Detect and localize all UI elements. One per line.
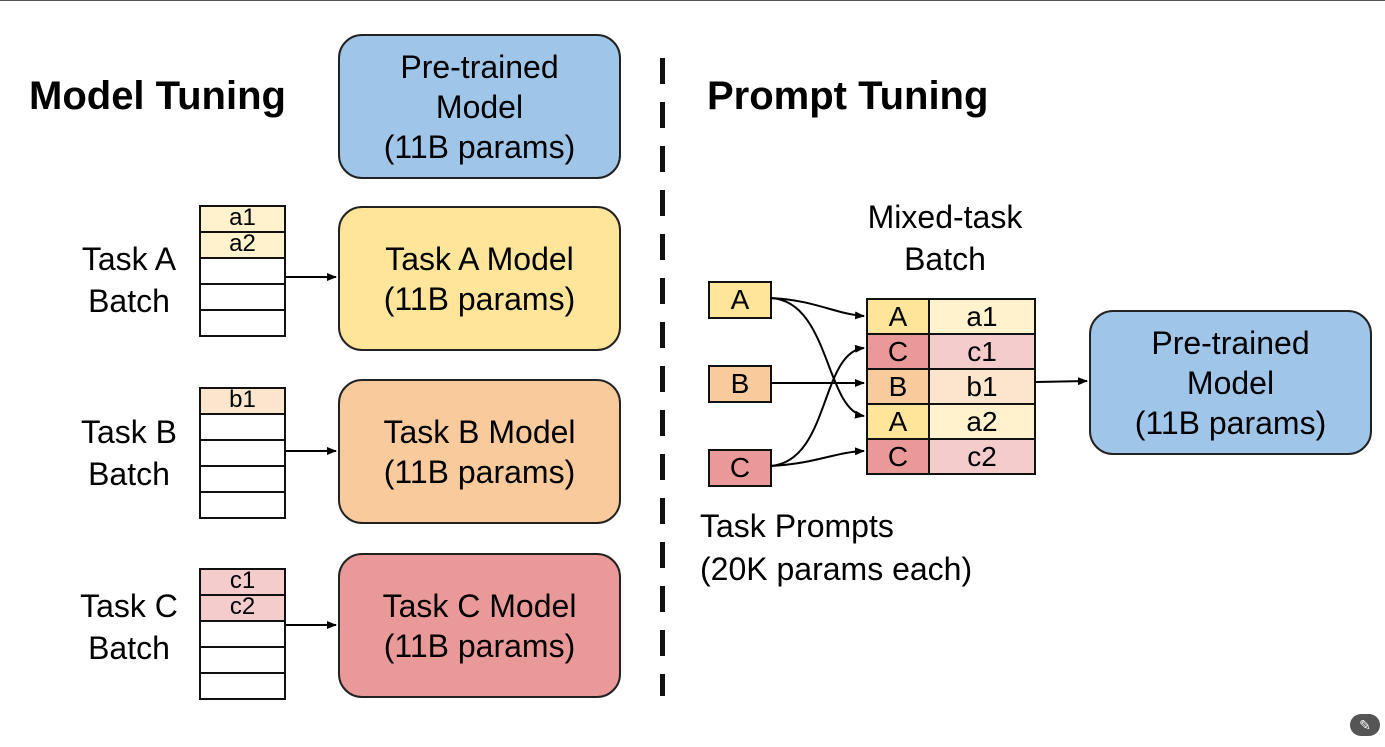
mixed-label-line1: Mixed-task [867, 199, 1023, 235]
task-a-model-params: (11B params) [383, 280, 576, 317]
mixed-row: C c2 [866, 438, 1036, 475]
arrow-a-to-a2 [769, 297, 865, 419]
mixed-row: B b1 [866, 368, 1036, 403]
task-b-model-name: Task B Model [383, 413, 576, 450]
task-c-batch: c1 c2 [199, 568, 286, 700]
batch-cell [199, 465, 286, 491]
mixed-row-input: c2 [967, 441, 997, 472]
pretrained-line3: (11B params) [1134, 404, 1327, 441]
batch-cell: c1 [199, 568, 286, 594]
magic-wand-icon[interactable]: ✎ [1350, 714, 1380, 736]
mixed-label-line2: Batch [904, 241, 986, 277]
mixed-row-input: c1 [967, 336, 997, 367]
pretrained-model-box-left: Pre-trained Model (11B params) [338, 34, 621, 179]
batch-cell [199, 257, 286, 283]
task-c-model-params: (11B params) [383, 627, 576, 664]
task-c-model-box: Task C Model (11B params) [338, 553, 621, 698]
mixed-task-batch: A a1 C c1 B b1 A a2 C c2 [866, 298, 1036, 475]
mixed-row: C c1 [866, 333, 1036, 368]
task-a-label-line2: Batch [88, 283, 170, 319]
arrow-c-to-c1 [769, 344, 865, 467]
pretrained-line3: (11B params) [383, 128, 576, 165]
batch-cell [199, 672, 286, 700]
pretrained-line1: Pre-trained [1151, 324, 1310, 361]
task-b-model-box: Task B Model (11B params) [338, 379, 621, 524]
batch-cell [199, 646, 286, 672]
dashed-divider [660, 58, 665, 696]
arrow-c-to-c2 [769, 447, 865, 467]
pretrained-line1: Pre-trained [400, 48, 559, 85]
batch-cell [199, 283, 286, 309]
task-a-batch: a1 a2 [199, 205, 286, 337]
mixed-task-batch-label: Mixed-task Batch [840, 196, 1050, 280]
task-a-model-box: Task A Model (11B params) [338, 206, 621, 351]
batch-cell [199, 309, 286, 337]
batch-cell [199, 491, 286, 519]
prompt-a: A [708, 281, 772, 319]
task-b-batch: b1 [199, 387, 286, 519]
batch-cell: a1 [199, 205, 286, 231]
mixed-row: A a2 [866, 403, 1036, 438]
pretrained-model-box-right: Pre-trained Model (11B params) [1089, 310, 1372, 455]
task-b-label-line2: Batch [88, 456, 170, 492]
task-c-label-line2: Batch [88, 630, 170, 666]
batch-cell: b1 [199, 387, 286, 413]
mixed-row-prompt: B [868, 370, 930, 403]
batch-cell: c2 [199, 594, 286, 620]
prompt-b: B [708, 365, 772, 403]
task-prompts-label: Task Prompts [700, 508, 894, 544]
batch-cell [199, 413, 286, 439]
mixed-row-prompt: A [868, 300, 930, 333]
batch-cell [199, 439, 286, 465]
pretrained-line2: Model [1186, 364, 1275, 401]
task-c-batch-label: Task C Batch [74, 585, 184, 669]
mixed-row: A a1 [866, 298, 1036, 333]
task-b-model-params: (11B params) [383, 453, 576, 490]
task-prompts-params: (20K params each) [700, 551, 973, 587]
task-b-label-line1: Task B [80, 414, 178, 450]
top-border [0, 0, 1385, 1]
arrow-a-to-a1 [769, 297, 865, 320]
batch-cell: a2 [199, 231, 286, 257]
task-a-label-line1: Task A [81, 241, 177, 277]
mixed-row-prompt: C [868, 440, 930, 473]
task-c-model-name: Task C Model [382, 587, 577, 624]
mixed-row-prompt: C [868, 335, 930, 368]
arrow-batch-to-model [1035, 377, 1088, 386]
pretrained-line2: Model [435, 88, 524, 125]
mixed-row-input: a1 [966, 301, 998, 332]
task-a-batch-label: Task A Batch [74, 238, 184, 322]
prompt-tuning-title: Prompt Tuning [707, 74, 989, 118]
mixed-row-prompt: A [868, 405, 930, 438]
model-tuning-title: Model Tuning [29, 74, 286, 118]
task-c-label-line1: Task C [80, 588, 178, 624]
batch-cell [199, 620, 286, 646]
mixed-row-input: b1 [966, 371, 998, 402]
mixed-row-input: a2 [966, 406, 998, 437]
task-a-model-name: Task A Model [385, 240, 574, 277]
task-b-batch-label: Task B Batch [74, 411, 184, 495]
prompt-c: C [708, 449, 772, 487]
